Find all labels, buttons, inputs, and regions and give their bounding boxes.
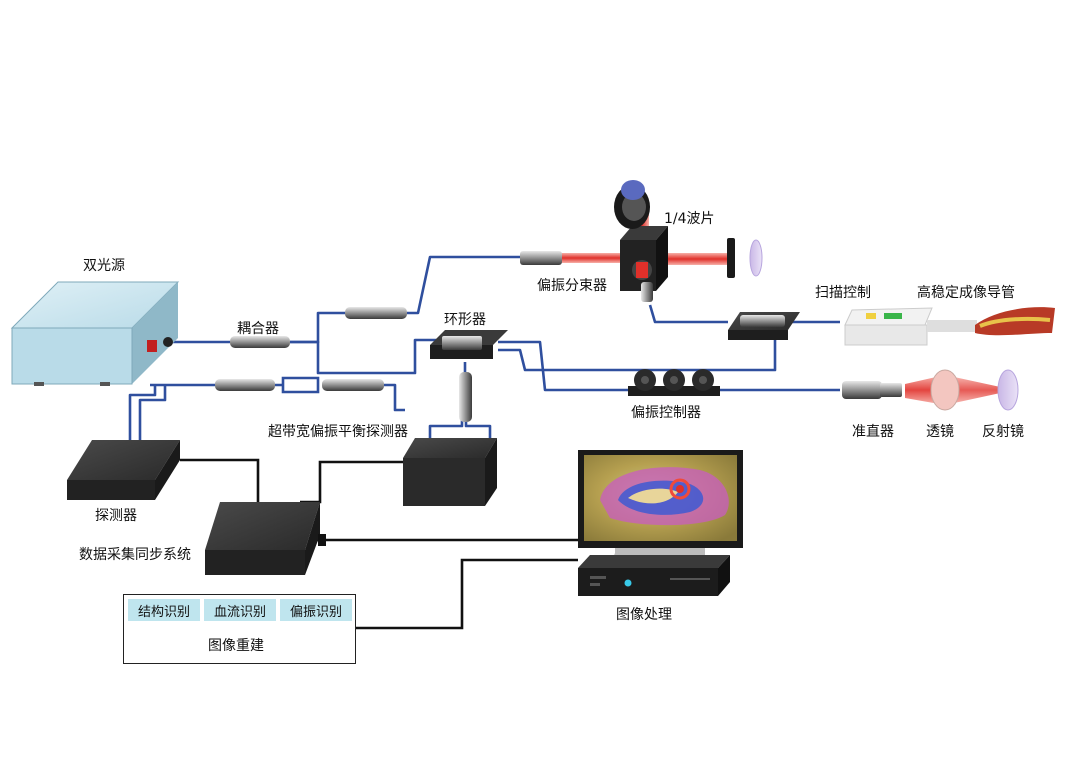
label-pol-controller: 偏振控制器: [631, 405, 701, 421]
label-coupler: 耦合器: [237, 321, 279, 337]
label-quarter-wave: 1/4波片: [664, 211, 715, 227]
scan-control-unit: [728, 307, 1055, 346]
label-dual-source: 双光源: [83, 258, 125, 274]
detector-box: [67, 440, 180, 500]
balanced-detector-box: [403, 438, 497, 506]
label-balanced-detector: 超带宽偏振平衡探测器: [268, 424, 408, 440]
label-lens: 透镜: [926, 424, 954, 440]
recon-item: 血流识别: [204, 599, 276, 621]
label-circulator: 环形器: [444, 312, 486, 328]
label-detector: 探测器: [95, 508, 137, 524]
image-processing-workstation: [578, 450, 743, 596]
label-catheter: 高稳定成像导管: [917, 285, 1015, 301]
recon-item: 结构识别: [128, 599, 200, 621]
label-mirror: 反射镜: [982, 424, 1024, 440]
label-collimator: 准直器: [852, 424, 894, 440]
circulator-unit: [430, 330, 508, 422]
recon-title: 图像重建: [208, 638, 264, 654]
polarization-controller: [628, 369, 720, 396]
sample-arm-optics: [842, 369, 1019, 411]
daq-box: [205, 502, 326, 575]
label-image-processing: 图像处理: [616, 607, 672, 623]
pbs-assembly: [520, 180, 763, 302]
label-daq: 数据采集同步系统: [79, 547, 191, 563]
label-pbs: 偏振分束器: [537, 278, 607, 294]
image-reconstruction-box: 结构识别 血流识别 偏振识别 图像重建: [123, 594, 356, 664]
dual-light-source: [10, 281, 180, 386]
coupler-tubes: [215, 307, 407, 394]
recon-item: 偏振识别: [280, 599, 352, 621]
label-scan-control: 扫描控制: [815, 285, 871, 301]
